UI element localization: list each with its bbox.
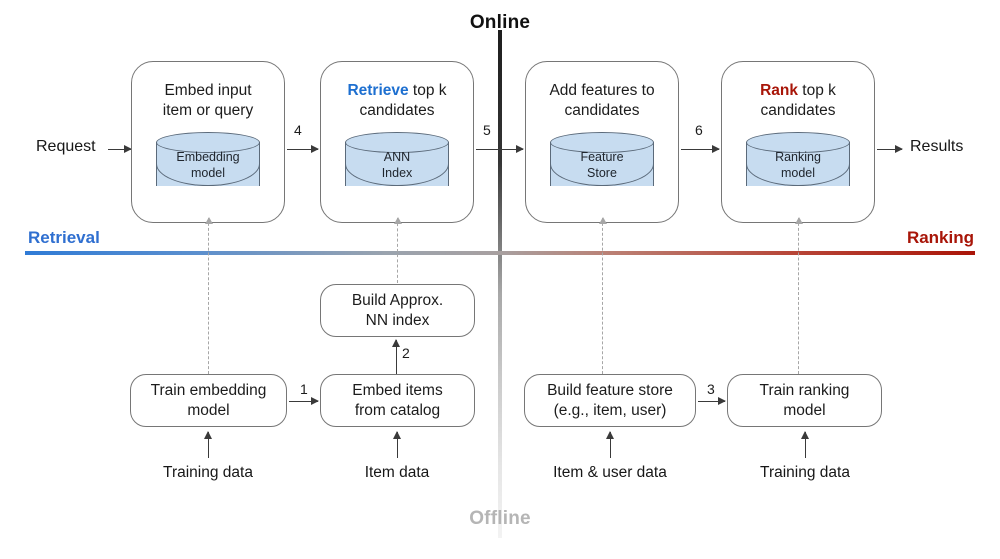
retrieval-lane-label: Retrieval bbox=[28, 228, 100, 247]
arrow-embed-to-retrieve bbox=[287, 143, 319, 156]
stage-rank-title: Rank top k candidates bbox=[760, 81, 836, 121]
step-number-6: 6 bbox=[695, 122, 703, 138]
stage-rank-keyword: Rank bbox=[760, 82, 798, 99]
ranking-lane-label: Ranking bbox=[906, 228, 974, 247]
ann-index-cylinder: ANN Index bbox=[345, 131, 449, 194]
step-number-5: 5 bbox=[483, 122, 491, 138]
online-offline-divider bbox=[498, 30, 502, 538]
stage-rank[interactable]: Rank top k candidates Ranking model bbox=[721, 61, 875, 223]
step-number-1: 1 bbox=[300, 381, 308, 397]
arrow-train-embedding-to-embed-items bbox=[289, 395, 319, 408]
ranking-model-cylinder: Ranking model bbox=[746, 131, 850, 194]
results-label: Results bbox=[910, 138, 964, 155]
stage-retrieve-title: Retrieve top k candidates bbox=[347, 81, 446, 121]
stage-retrieve-title-rest: top k candidates bbox=[359, 82, 447, 119]
stage-build-feature-store-title: Build feature store (e.g., item, user) bbox=[547, 381, 673, 419]
stage-embed-input-title: Embed input item or query bbox=[162, 82, 254, 119]
stage-add-features-title: Add features to candidates bbox=[549, 82, 655, 119]
stage-retrieve[interactable]: Retrieve top k candidates ANN Index bbox=[320, 61, 474, 223]
stage-rank-title-rest: top k candidates bbox=[760, 82, 836, 119]
step-number-3: 3 bbox=[707, 381, 715, 397]
offline-label: Offline bbox=[469, 508, 531, 529]
arrow-training-data-left bbox=[202, 431, 215, 458]
request-arrow bbox=[108, 143, 132, 156]
stage-embed-items-from-catalog[interactable]: Embed items from catalog bbox=[320, 374, 475, 427]
source-training-data-left: Training data bbox=[163, 464, 253, 481]
dashed-link-nn-index-to-retrieve bbox=[393, 217, 402, 283]
step-number-4: 4 bbox=[294, 122, 302, 138]
source-item-user-data: Item & user data bbox=[553, 464, 667, 481]
stage-train-embedding-model[interactable]: Train embedding model bbox=[130, 374, 287, 427]
dashed-link-feature-store-to-add-features bbox=[598, 217, 607, 374]
embedding-model-label: Embedding model bbox=[176, 149, 240, 180]
arrow-item-data bbox=[391, 431, 404, 458]
retrieval-ranking-gradient-line bbox=[25, 251, 975, 255]
ranking-model-label: Ranking model bbox=[775, 149, 821, 180]
arrow-add-features-to-rank bbox=[681, 143, 720, 156]
arrow-embed-items-to-nn-index bbox=[390, 339, 403, 374]
request-label: Request bbox=[36, 138, 96, 155]
results-arrow bbox=[877, 143, 903, 156]
step-number-2: 2 bbox=[402, 345, 410, 361]
stage-train-ranking-model-title: Train ranking model bbox=[759, 381, 850, 419]
stage-build-approx-nn-index[interactable]: Build Approx. NN index bbox=[320, 284, 475, 337]
stage-retrieve-keyword: Retrieve bbox=[347, 82, 409, 99]
feature-store-cylinder: Feature Store bbox=[550, 131, 654, 194]
source-item-data: Item data bbox=[364, 464, 430, 481]
stage-embed-items-from-catalog-title: Embed items from catalog bbox=[352, 381, 443, 419]
dashed-link-train-embedding-to-embed-input bbox=[204, 217, 213, 374]
online-label: Online bbox=[469, 12, 531, 33]
stage-build-feature-store[interactable]: Build feature store (e.g., item, user) bbox=[524, 374, 696, 427]
stage-train-ranking-model[interactable]: Train ranking model bbox=[727, 374, 882, 427]
stage-train-embedding-model-title: Train embedding model bbox=[150, 381, 267, 419]
arrow-training-data-right bbox=[799, 431, 812, 458]
stage-add-features[interactable]: Add features to candidates Feature Store bbox=[525, 61, 679, 223]
arrow-item-user-data bbox=[604, 431, 617, 458]
stage-build-approx-nn-index-title: Build Approx. NN index bbox=[351, 291, 444, 329]
ann-index-label: ANN Index bbox=[381, 149, 413, 180]
arrow-retrieve-to-add-features bbox=[476, 143, 524, 156]
embedding-model-cylinder: Embedding model bbox=[156, 131, 260, 194]
feature-store-label: Feature Store bbox=[580, 149, 624, 180]
stage-embed-input[interactable]: Embed input item or query Embedding mode… bbox=[131, 61, 285, 223]
arrow-feature-store-to-train-ranking bbox=[698, 395, 726, 408]
source-training-data-right: Training data bbox=[760, 464, 850, 481]
dashed-link-train-ranking-to-rank bbox=[794, 217, 803, 374]
